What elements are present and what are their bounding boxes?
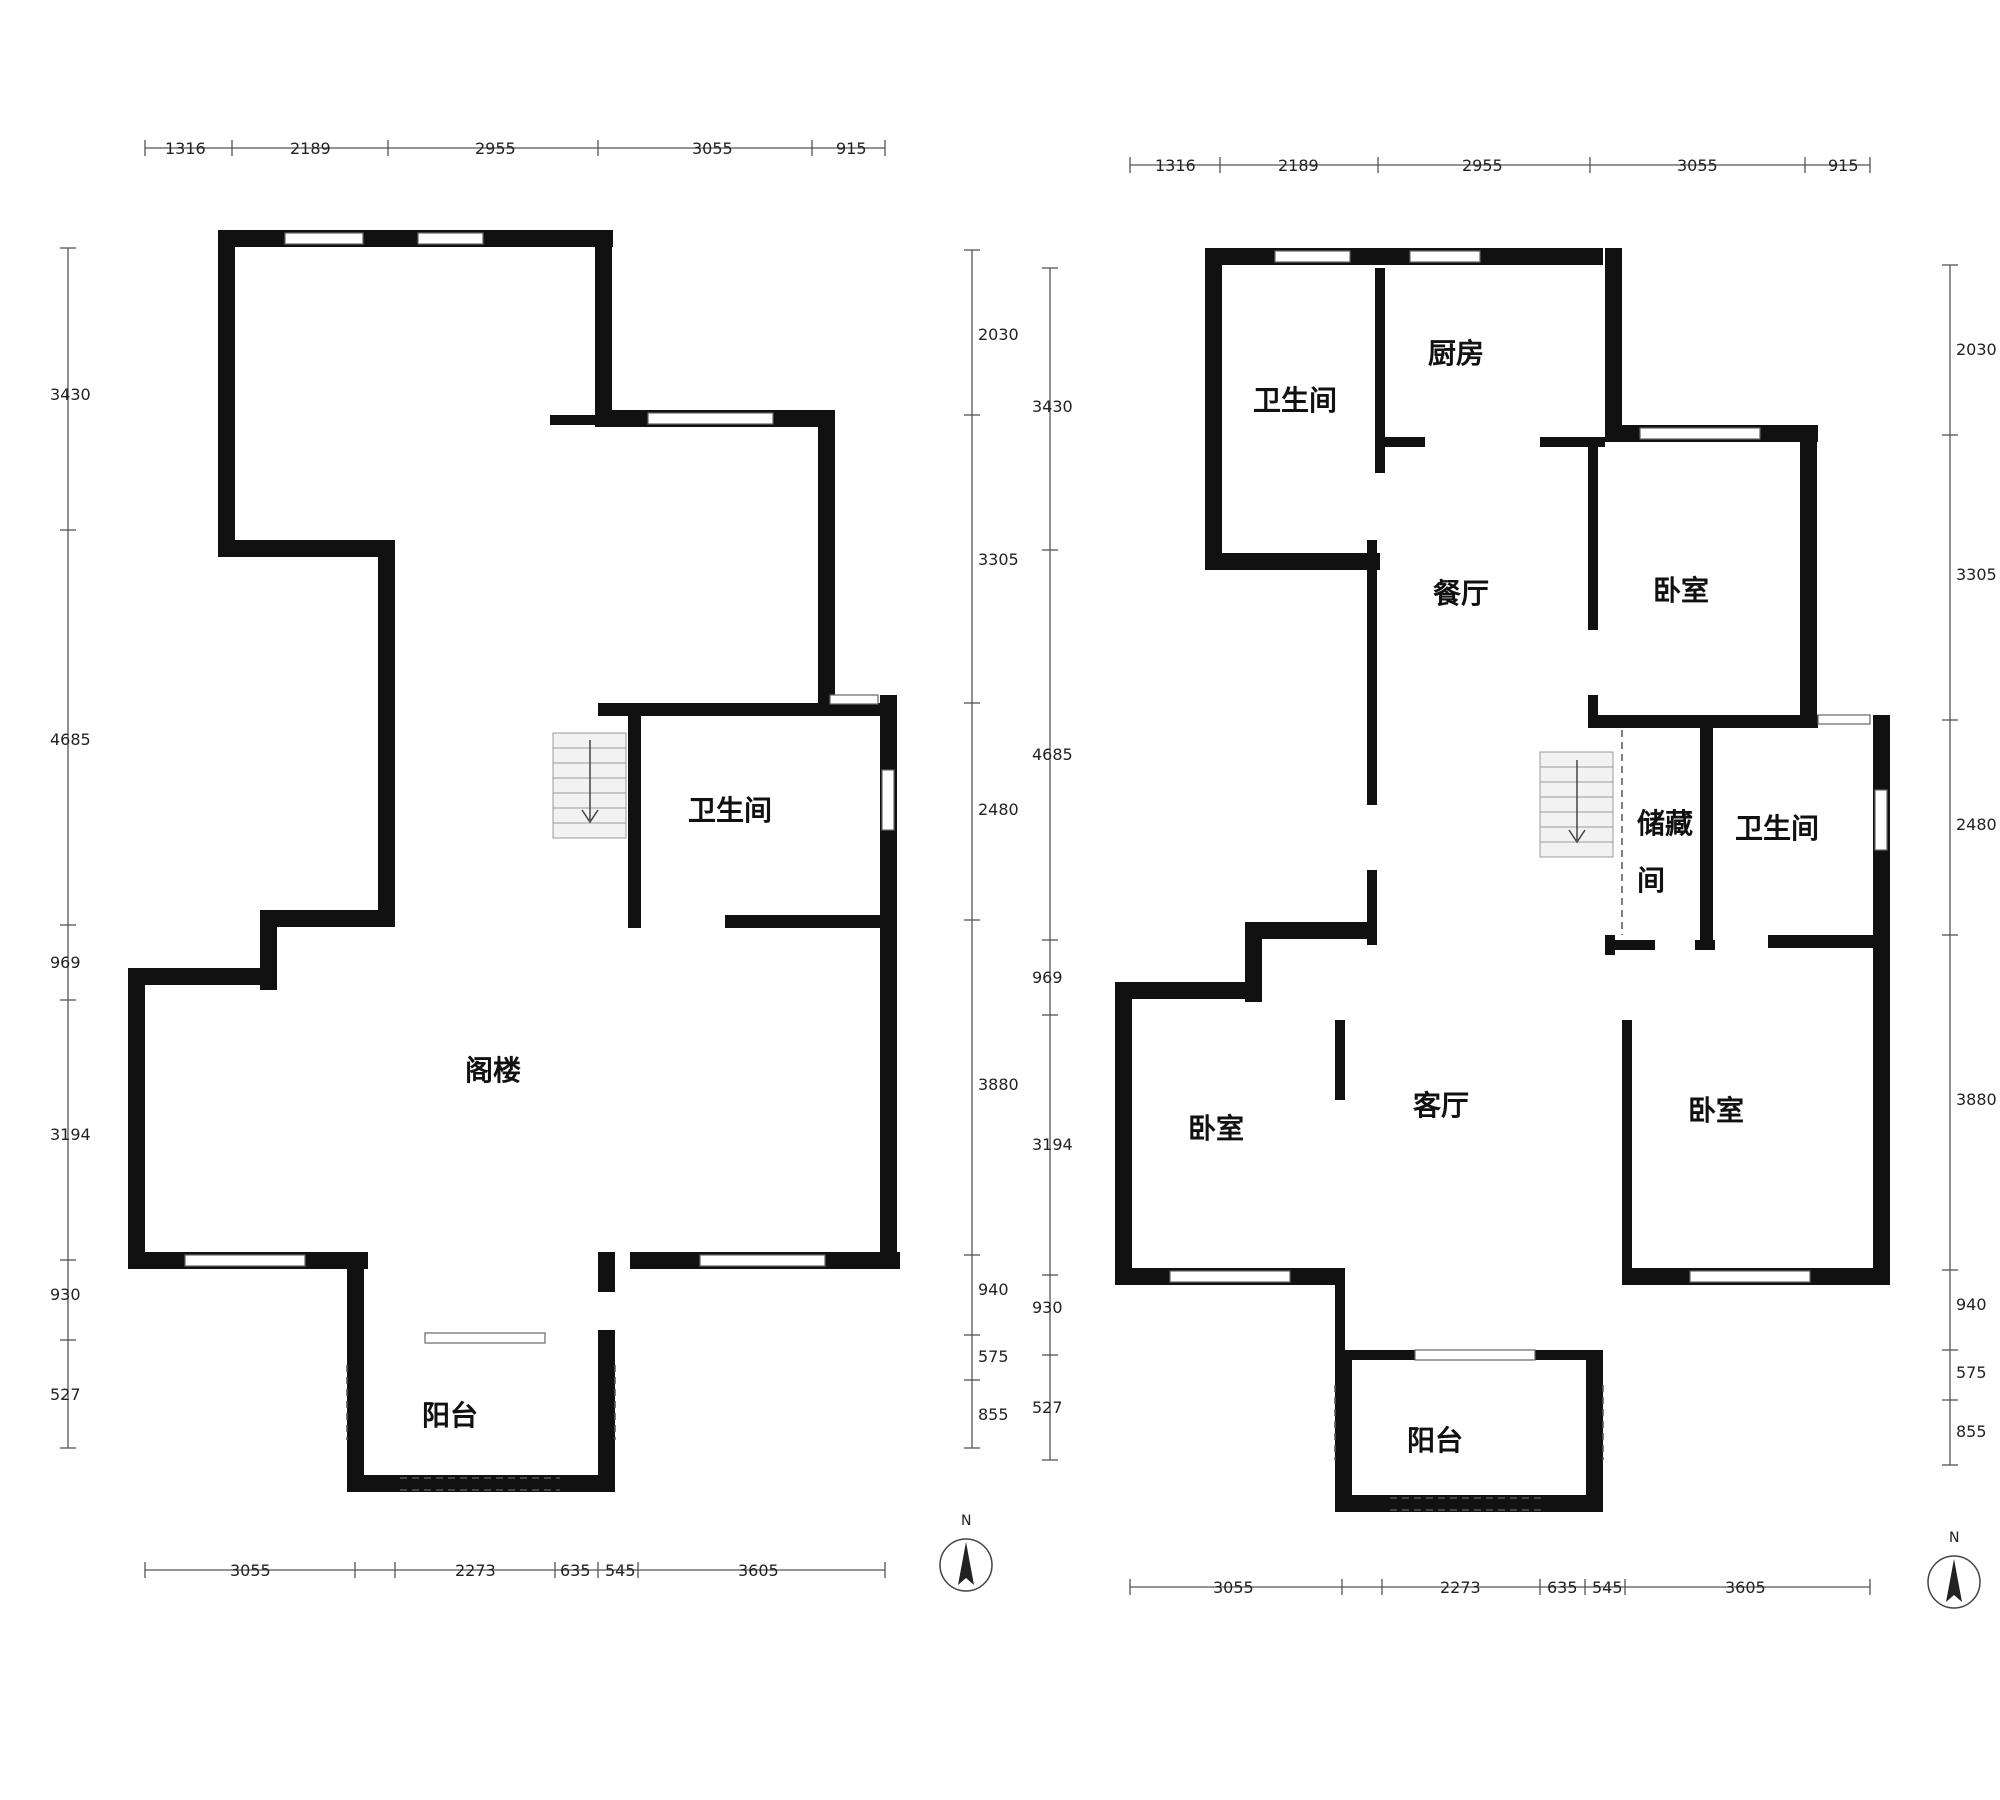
upper-dim-bottom-5: 3605 [738,1561,779,1580]
lower-dim-right-4: 3880 [1956,1090,1997,1109]
lower-dim-left-6: 527 [1032,1398,1063,1417]
lower-dim-bottom-1: 3055 [1213,1578,1254,1597]
upper-dim-top-5: 915 [836,139,867,158]
upper-walls [128,230,900,1492]
upper-dim-bottom-4: 545 [605,1561,636,1580]
lower-dim-top-1: 1316 [1155,156,1196,175]
lower-dining-label: 餐厅 [1433,577,1489,610]
upper-dims-right: 2030 3305 2480 3880 940 575 855 [964,249,1019,1449]
upper-balcony-rails [346,1365,616,1491]
lower-dim-left-1: 3430 [1032,397,1073,416]
lower-bathroom-left-label: 卫生间 [1253,384,1337,417]
lower-storage-label-1: 储藏 [1637,807,1693,840]
lower-windows [1169,250,1888,1361]
lower-dim-bottom-5: 3605 [1725,1578,1766,1597]
upper-dim-left-2: 4685 [50,730,91,749]
upper-dim-right-3: 2480 [978,800,1019,819]
upper-dim-right-2: 3305 [978,550,1019,569]
lower-dims-bottom: 3055 2273 635 545 3605 [1129,1578,1871,1597]
lower-dim-right-7: 855 [1956,1422,1987,1441]
lower-bathroom-right-label: 卫生间 [1735,812,1819,845]
lower-dims-left: 3430 4685 969 3194 930 527 [1032,267,1073,1461]
lower-dims-top: 1316 2189 2955 3055 915 [1129,156,1871,175]
upper-dim-right-7: 855 [978,1405,1009,1424]
lower-living-label: 客厅 [1413,1089,1469,1122]
upper-dim-left-5: 930 [50,1285,81,1304]
lower-dim-left-3: 969 [1032,968,1063,987]
lower-bedroom-br-label: 卧室 [1688,1094,1744,1127]
lower-storage-label-2: 间 [1637,864,1665,897]
lower-kitchen-label: 厨房 [1428,337,1484,370]
upper-dim-right-1: 2030 [978,325,1019,344]
lower-dims-right: 2030 3305 2480 3880 940 575 855 [1942,264,1997,1466]
upper-dim-left-1: 3430 [50,385,91,404]
lower-dim-top-2: 2189 [1278,156,1319,175]
lower-bedroom-left-label: 卧室 [1188,1112,1244,1145]
upper-dim-left-6: 527 [50,1385,81,1404]
lower-dim-right-6: 575 [1956,1363,1987,1382]
upper-dims-top: 1316 2189 2955 3055 915 [144,139,886,158]
upper-dims-left: 3430 4685 969 3194 930 527 [50,247,91,1449]
lower-dim-top-4: 3055 [1677,156,1718,175]
upper-dims-bottom: 3055 2273 635 545 3605 [144,1561,886,1580]
upper-dim-bottom-3: 635 [560,1561,591,1580]
lower-dim-left-4: 3194 [1032,1135,1073,1154]
lower-north-arrow: N [1927,1530,1981,1609]
lower-dim-top-5: 915 [1828,156,1859,175]
upper-dim-right-4: 3880 [978,1075,1019,1094]
upper-dim-top-3: 2955 [475,139,516,158]
upper-floor-plan: 卫生间 阁楼 阳台 1316 2189 2955 3055 915 [50,139,1019,1592]
lower-floor-plan: 卫生间 厨房 餐厅 卧室 储藏 间 卫生间 卧室 客厅 卧室 阳台 1316 2… [1032,156,1997,1609]
lower-balcony-label: 阳台 [1407,1424,1463,1457]
lower-dim-left-5: 930 [1032,1298,1063,1317]
lower-balcony-rails [1334,1385,1604,1511]
upper-dim-left-3: 969 [50,953,81,972]
lower-dim-bottom-3: 635 [1547,1578,1578,1597]
lower-stairs [1539,751,1614,858]
lower-dim-right-1: 2030 [1956,340,1997,359]
upper-loft-label: 阁楼 [465,1054,521,1087]
lower-dim-left-2: 4685 [1032,745,1073,764]
upper-dim-top-4: 3055 [692,139,733,158]
upper-dim-right-6: 575 [978,1347,1009,1366]
lower-dim-bottom-2: 2273 [1440,1578,1481,1597]
lower-bedroom-right-label: 卧室 [1653,574,1709,607]
upper-stairs [552,732,627,839]
lower-dim-right-3: 2480 [1956,815,1997,834]
upper-north-arrow: N [939,1513,993,1592]
upper-dim-bottom-1: 3055 [230,1561,271,1580]
upper-balcony-label: 阳台 [422,1399,478,1432]
upper-windows [184,232,895,1344]
lower-walls [1115,248,1890,1512]
upper-dim-top-1: 1316 [165,139,206,158]
lower-dim-right-2: 3305 [1956,565,1997,584]
upper-dim-right-5: 940 [978,1280,1009,1299]
lower-dim-top-3: 2955 [1462,156,1503,175]
lower-north-letter: N [1949,1530,1959,1546]
upper-dim-bottom-2: 2273 [455,1561,496,1580]
lower-dim-bottom-4: 545 [1592,1578,1623,1597]
upper-north-letter: N [961,1513,971,1529]
upper-bathroom-label: 卫生间 [688,794,772,827]
lower-dim-right-5: 940 [1956,1295,1987,1314]
upper-dim-left-4: 3194 [50,1125,91,1144]
upper-dim-top-2: 2189 [290,139,331,158]
